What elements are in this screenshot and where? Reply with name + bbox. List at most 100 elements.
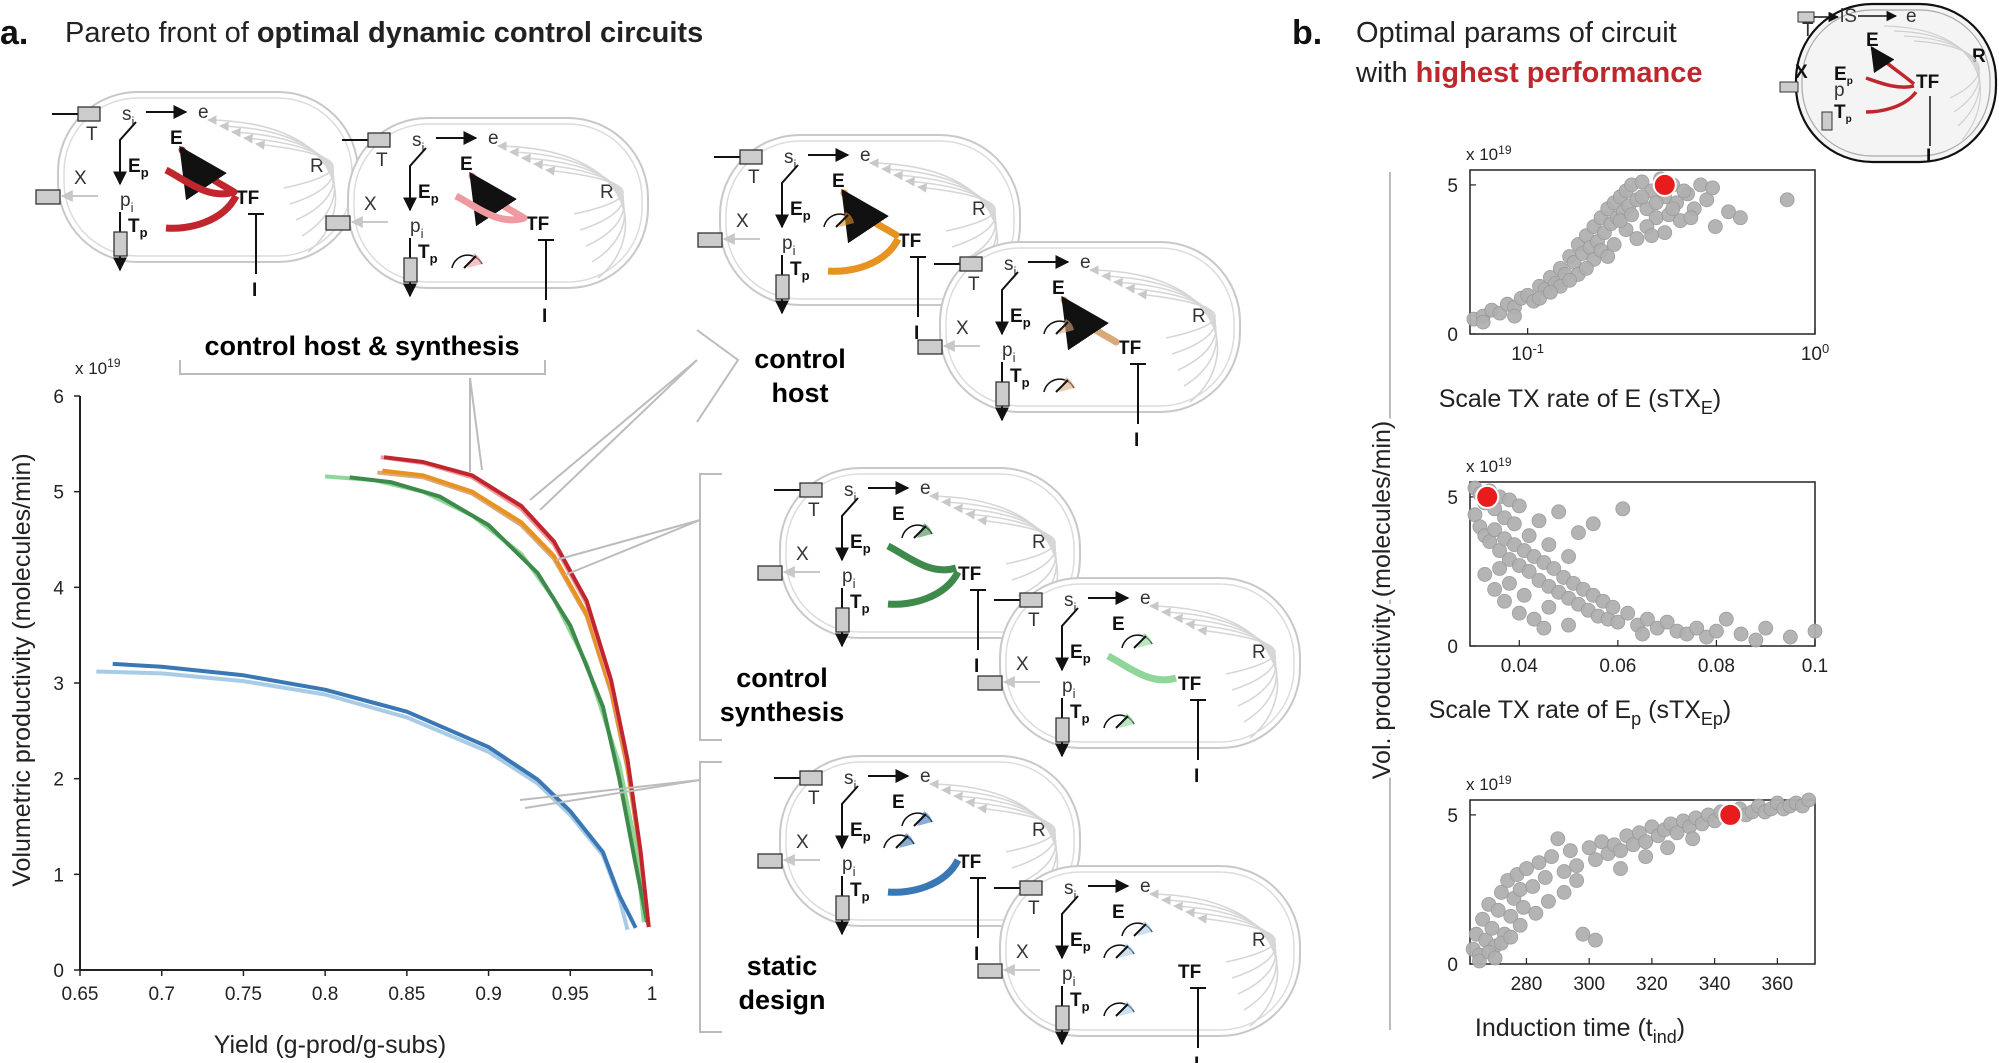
tf-repress-Ep — [164, 166, 236, 198]
scatter-point — [1503, 908, 1519, 924]
label-E: E — [892, 504, 905, 525]
product-transporter — [403, 257, 418, 283]
label-p: pi — [410, 216, 424, 241]
host-regulation-arc — [1137, 290, 1216, 339]
label-TF: TF — [958, 564, 981, 585]
panel-b-letter: b. — [1292, 14, 1322, 52]
scatter-point — [1571, 525, 1586, 541]
scatter1-x-label: Scale TX rate of E (sTXE) — [1439, 385, 1721, 418]
pareto-y-label: Volumetric productivity (molecules/min) — [8, 453, 36, 886]
tf-repress-Tp — [887, 570, 962, 608]
mini-label-E: E — [1866, 30, 1879, 51]
scatter-point — [1660, 840, 1675, 856]
gauge-fill — [1137, 921, 1152, 936]
gauge-fill — [467, 253, 482, 268]
scatter-point — [1537, 870, 1553, 885]
cell-inner-membrane — [725, 140, 1015, 300]
conversion-arrow — [1055, 895, 1079, 960]
tf-control-E — [840, 188, 900, 244]
label-I: I — [1194, 766, 1199, 787]
gauge-fill — [1059, 319, 1074, 334]
scatter-point — [1507, 308, 1522, 324]
pareto-x-tick-label: 0.7 — [149, 984, 175, 1005]
label-e: e — [1140, 876, 1151, 897]
gauge-needle — [1115, 715, 1129, 729]
exporter-box — [757, 853, 783, 869]
scatter-x-tick-label: 340 — [1699, 974, 1731, 995]
mini-regulation-arc — [1903, 35, 1980, 113]
host-regulation-arc — [1161, 607, 1278, 723]
host-regulation-arc — [917, 183, 996, 232]
cell-inner-membrane — [785, 473, 1075, 633]
pareto-x-tick-label: 0.75 — [225, 984, 262, 1005]
scatter-frame — [1469, 799, 1816, 965]
cell-outer-membrane — [999, 577, 1301, 749]
label-X: X — [1016, 942, 1029, 963]
cell-inner-membrane — [1005, 871, 1295, 1031]
label-e: e — [488, 128, 499, 149]
host-regulation-arc — [533, 159, 624, 231]
scatter-point — [1543, 284, 1558, 300]
label-R: R — [310, 156, 324, 177]
scatter-point — [1689, 620, 1705, 636]
scatter-x-tick-label: 0.1 — [1802, 656, 1828, 677]
scatter-y-tick-label: 5 — [1447, 806, 1458, 827]
scatter-point — [1588, 932, 1603, 948]
conversion-arrow — [1055, 607, 1079, 672]
scatter-point — [1519, 861, 1534, 876]
label-R: R — [1032, 532, 1046, 553]
transporter-box — [1019, 592, 1043, 608]
scatter-point — [1600, 249, 1616, 264]
gauge-needle — [913, 525, 927, 539]
gauge-needle — [1133, 923, 1147, 937]
scatter-point — [1648, 195, 1664, 211]
scatter-point — [1721, 204, 1736, 220]
scatter-y-multiplier: x 1019 — [1466, 143, 1512, 164]
label-static-line1: static — [747, 951, 818, 981]
label-I: I — [974, 944, 979, 965]
gauge-fill — [899, 833, 914, 848]
scatter-point — [1562, 843, 1578, 859]
label-static-line2: design — [738, 985, 825, 1015]
gauge-fill — [917, 811, 932, 826]
scatter-point — [1521, 528, 1537, 544]
transporter-box — [77, 106, 101, 122]
scatter-point — [1497, 593, 1512, 609]
scatter-x-tick-label: 0.04 — [1501, 656, 1538, 677]
scatter-point — [1585, 516, 1601, 532]
panel-a-title: Pareto front of optimal dynamic control … — [65, 17, 703, 49]
label-E: E — [1112, 902, 1125, 923]
scatter-point — [1782, 629, 1798, 645]
product-transporter — [113, 231, 128, 257]
scatter-point — [1718, 611, 1734, 627]
host-regulation-arc — [509, 147, 626, 263]
pareto-series-line — [96, 669, 630, 931]
scatter-point — [1528, 905, 1544, 921]
host-regulation-arc — [1125, 283, 1216, 355]
pareto-x-tick-label: 0.95 — [552, 984, 589, 1005]
pareto-x-label: Yield (g-prod/g-subs) — [214, 1031, 447, 1059]
label-p: pi — [1002, 340, 1016, 365]
pareto-series-line — [112, 661, 638, 929]
scatter-point — [1512, 917, 1528, 933]
scatter-point — [1515, 899, 1531, 915]
scatter-point — [1531, 513, 1547, 529]
label-E: E — [892, 792, 905, 813]
exporter-box — [325, 215, 351, 231]
scatter-y-tick-label: 0 — [1447, 637, 1458, 658]
pareto-y-tick-label: 2 — [53, 770, 64, 791]
tf-repress-Ep — [1106, 652, 1178, 684]
label-R: R — [972, 199, 986, 220]
mini-tf-repress-Ep — [1865, 76, 1915, 89]
tf-repress-Tp — [827, 237, 902, 275]
conversion-arrow — [835, 785, 859, 850]
host-regulation-arc — [231, 127, 335, 221]
label-R: R — [1252, 930, 1266, 951]
cell-outer-membrane — [779, 467, 1081, 639]
